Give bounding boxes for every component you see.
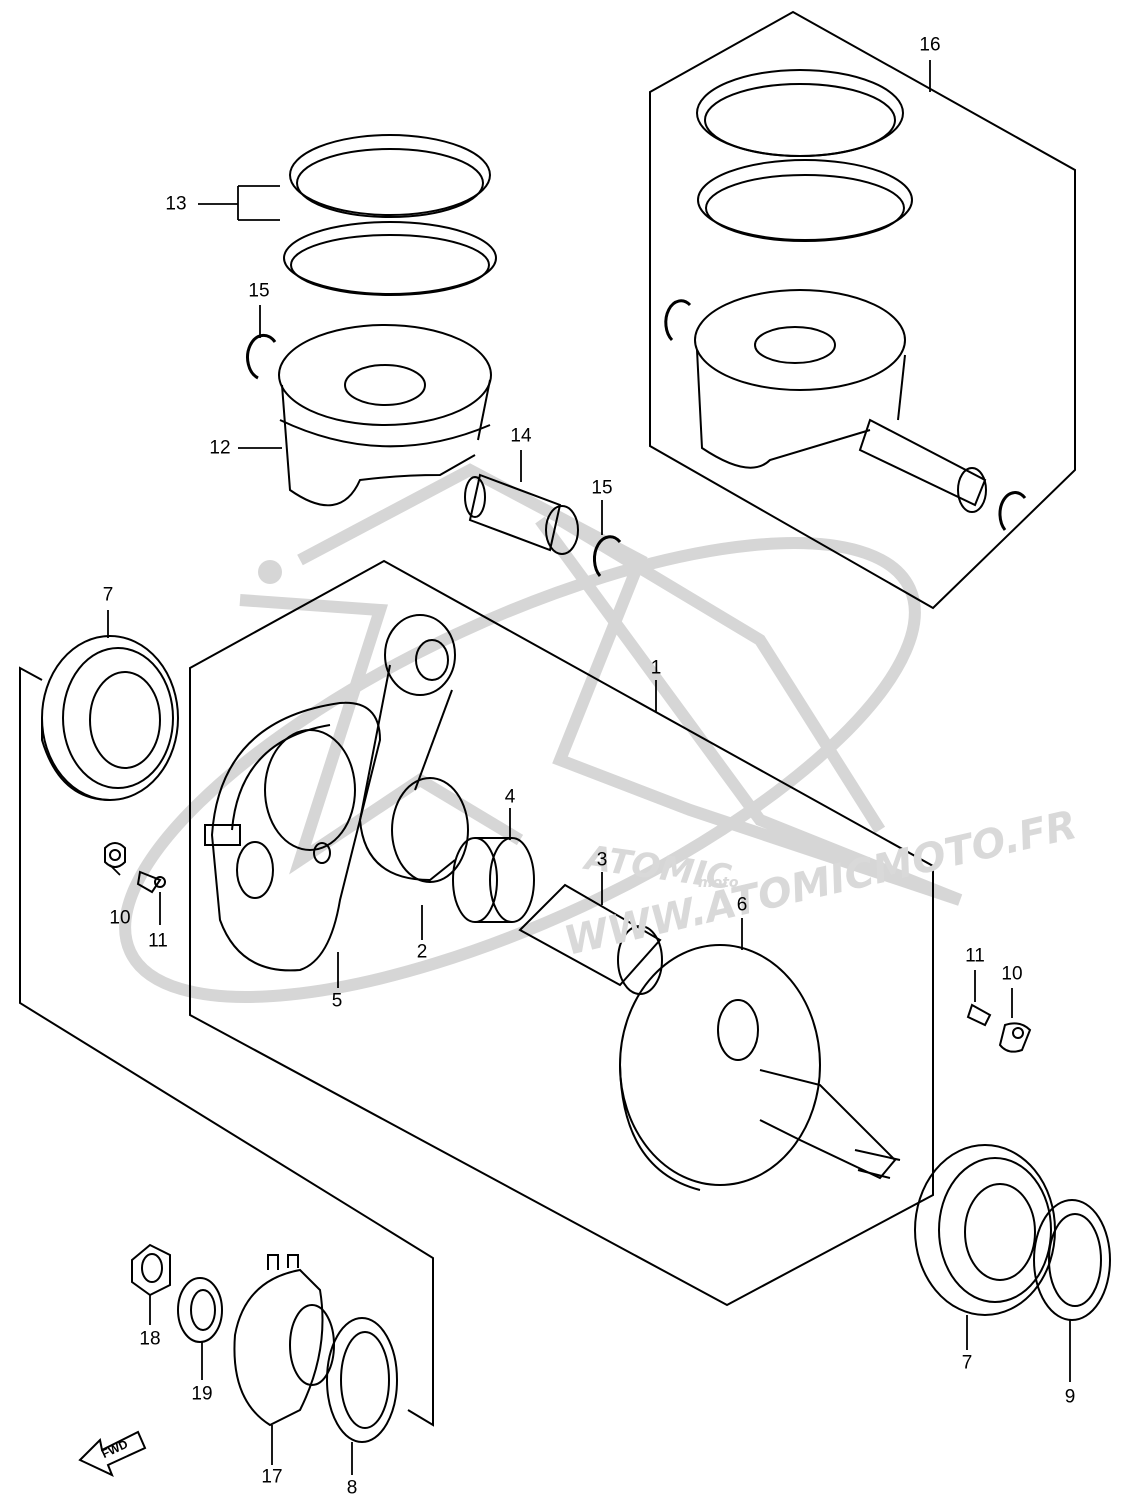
callout-4: 4 [504,786,516,808]
kit-16-outline [649,10,1076,610]
connecting-rod-2 [358,614,469,883]
side-bracket-outline [19,666,434,1427]
callout-3: 3 [596,849,608,871]
piston-pin-14 [464,473,579,555]
watermark-brand-sub: moto [698,875,739,891]
oil-seal-9 [1033,1199,1111,1321]
crankshaft-assy-outline [189,559,934,1307]
callout-10a: 10 [109,907,131,929]
needle-bearing-4 [452,837,535,923]
bearing-7-right [914,1144,1056,1316]
leader-lines [107,60,1071,1475]
callout-11a: 11 [148,930,168,952]
callout-15b: 15 [591,477,613,499]
kit-16-contents [664,69,1027,531]
nut-18 [131,1243,171,1297]
crank-web-6 [619,944,901,1191]
callout-16: 16 [919,34,941,56]
callout-9: 9 [1064,1386,1076,1408]
callout-14: 14 [510,425,532,447]
callout-12: 12 [209,437,231,459]
callout-2: 2 [416,941,428,963]
callout-11b: 11 [965,945,985,967]
watermark-dot [258,560,282,584]
callout-7b: 7 [961,1352,973,1374]
washer-19 [177,1277,223,1343]
callout-1: 1 [650,657,662,679]
watermark-logo [119,463,963,1003]
callout-19: 19 [191,1383,213,1405]
oil-seal-8 [326,1317,398,1443]
callout-8: 8 [346,1477,358,1499]
callout-6: 6 [736,894,748,916]
callout-15a: 15 [248,280,270,302]
piston-clips-15 [246,333,622,577]
fwd-arrow-icon [78,1430,147,1477]
piston-rings-13 [283,134,497,296]
crank-web-5 [204,701,382,972]
callout-5: 5 [331,990,343,1012]
bearing-7-left [41,635,179,801]
piston-12 [278,324,492,507]
lock-plate-bolt-right [966,1003,1032,1053]
lower-parts [131,1243,398,1443]
callout-7a: 7 [102,584,114,606]
lock-plate-bolt-left [104,842,166,894]
callout-18: 18 [139,1328,161,1350]
callout-17: 17 [261,1466,283,1488]
callout-13: 13 [165,193,187,215]
callout-10b: 10 [1001,963,1023,985]
gear-17 [233,1268,324,1427]
